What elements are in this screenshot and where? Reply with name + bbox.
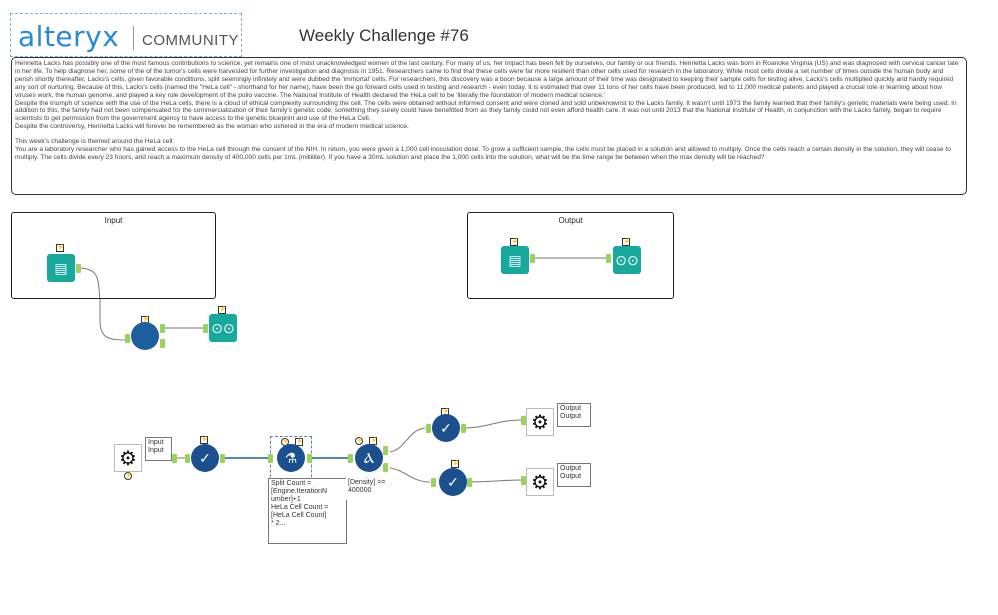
description-paragraph: Henrietta Lacks has possibly one of the … <box>15 60 959 99</box>
bolt-icon: ⚡ <box>200 436 209 444</box>
output-anchor[interactable] <box>76 264 81 273</box>
bolt-icon: ⚡ <box>355 437 364 445</box>
logo-brand: alteryx <box>18 20 120 53</box>
select-tool[interactable]: ✓ <box>191 444 219 472</box>
true-output-anchor[interactable] <box>383 446 388 455</box>
input-anchor[interactable] <box>521 416 526 425</box>
gear-icon: ⚙ <box>531 471 549 494</box>
book-icon: ▤ <box>508 251 522 268</box>
description-paragraph: You are a laboratory researcher who has … <box>15 146 951 161</box>
flask-icon: ⚗ <box>284 449 298 466</box>
output-anchor[interactable] <box>220 454 225 463</box>
macro-input-annotation: Input Input <box>145 437 172 461</box>
input-anchor[interactable] <box>125 334 130 343</box>
macro-output-tool[interactable]: ⚙ <box>526 468 554 496</box>
macro-tool[interactable] <box>131 322 159 350</box>
bolt-icon: ⚡ <box>451 460 460 468</box>
logo-divider <box>133 26 134 50</box>
input-anchor[interactable] <box>426 424 431 433</box>
input-anchor[interactable] <box>606 254 611 263</box>
formula-tool[interactable]: ⚗ <box>277 444 305 472</box>
bolt-icon: ⚡ <box>218 306 227 314</box>
connection-wire <box>389 427 426 453</box>
output-container[interactable]: Output <box>467 212 674 299</box>
output-anchor[interactable] <box>160 324 165 333</box>
false-output-anchor[interactable] <box>383 463 388 472</box>
bolt-icon: ⚡ <box>56 244 65 252</box>
formula-annotation: Split Count = [Engine.IterationN umber]+… <box>268 478 347 544</box>
binoculars-icon: ⊙⊙ <box>211 319 235 336</box>
bolt-icon: ⚡ <box>622 238 631 246</box>
browse-tool[interactable]: ⊙⊙ <box>209 314 237 342</box>
output-anchor[interactable] <box>461 424 466 433</box>
output-anchor[interactable] <box>307 454 312 463</box>
logo-product: COMMUNITY <box>142 32 239 49</box>
description-paragraph: Despite the triumph of science with the … <box>15 99 957 123</box>
select-tool[interactable]: ✓ <box>432 414 460 442</box>
output-anchor[interactable] <box>530 254 535 263</box>
container-title: Output <box>558 216 583 225</box>
bolt-icon: ⚡ <box>510 238 519 246</box>
input-anchor[interactable] <box>203 324 208 333</box>
input-data-tool[interactable]: ▤ <box>47 254 75 282</box>
gear-icon: ⚙ <box>119 447 137 470</box>
connection-wire <box>465 479 523 483</box>
checkmark-icon: ✓ <box>199 449 211 466</box>
input-anchor[interactable] <box>431 478 436 487</box>
challenge-description[interactable]: Henrietta Lacks has possibly one of the … <box>11 57 967 195</box>
gear-icon: ⚙ <box>531 411 549 434</box>
macro-output-annotation: Output Output <box>557 463 591 487</box>
container-title: Input <box>104 216 123 225</box>
checkmark-icon: ✓ <box>447 473 459 490</box>
checkmark-icon: ✓ <box>440 419 452 436</box>
page-title: Weekly Challenge #76 <box>299 26 469 45</box>
connection-wire <box>460 419 523 429</box>
community-logo: alteryx COMMUNITY <box>10 13 242 57</box>
output-anchor[interactable] <box>467 478 472 487</box>
bolt-icon: ⚡ <box>124 472 133 480</box>
macro-output-annotation: Output Output <box>557 403 591 427</box>
input-anchor[interactable] <box>521 476 526 485</box>
description-paragraph: This week's challenge is themed around t… <box>15 138 175 146</box>
input-data-tool[interactable]: ▤ <box>501 246 529 274</box>
filter-tool[interactable]: Ⲁ <box>355 444 383 472</box>
input-anchor[interactable] <box>268 454 273 463</box>
connection-wire <box>389 467 431 483</box>
book-icon: ▤ <box>54 259 68 276</box>
output-anchor[interactable] <box>172 454 177 463</box>
input-anchor[interactable] <box>185 454 190 463</box>
description-paragraph: Despite the controversy, Henrietta Lacks… <box>15 123 409 131</box>
browse-tool[interactable]: ⊙⊙ <box>613 246 641 274</box>
macro-input-tool[interactable]: ⚙ <box>114 444 142 472</box>
input-anchor[interactable] <box>348 454 353 463</box>
select-tool[interactable]: ✓ <box>439 468 467 496</box>
connection-wire <box>77 267 131 341</box>
binoculars-icon: ⊙⊙ <box>615 251 639 268</box>
output-anchor[interactable] <box>160 339 165 348</box>
filter-annotation: [Density] >= 400000 <box>346 478 397 500</box>
bolt-icon: ⚡ <box>295 438 304 446</box>
macro-output-tool[interactable]: ⚙ <box>526 408 554 436</box>
filter-icon: Ⲁ <box>363 449 375 466</box>
input-container[interactable]: Input <box>11 212 216 299</box>
